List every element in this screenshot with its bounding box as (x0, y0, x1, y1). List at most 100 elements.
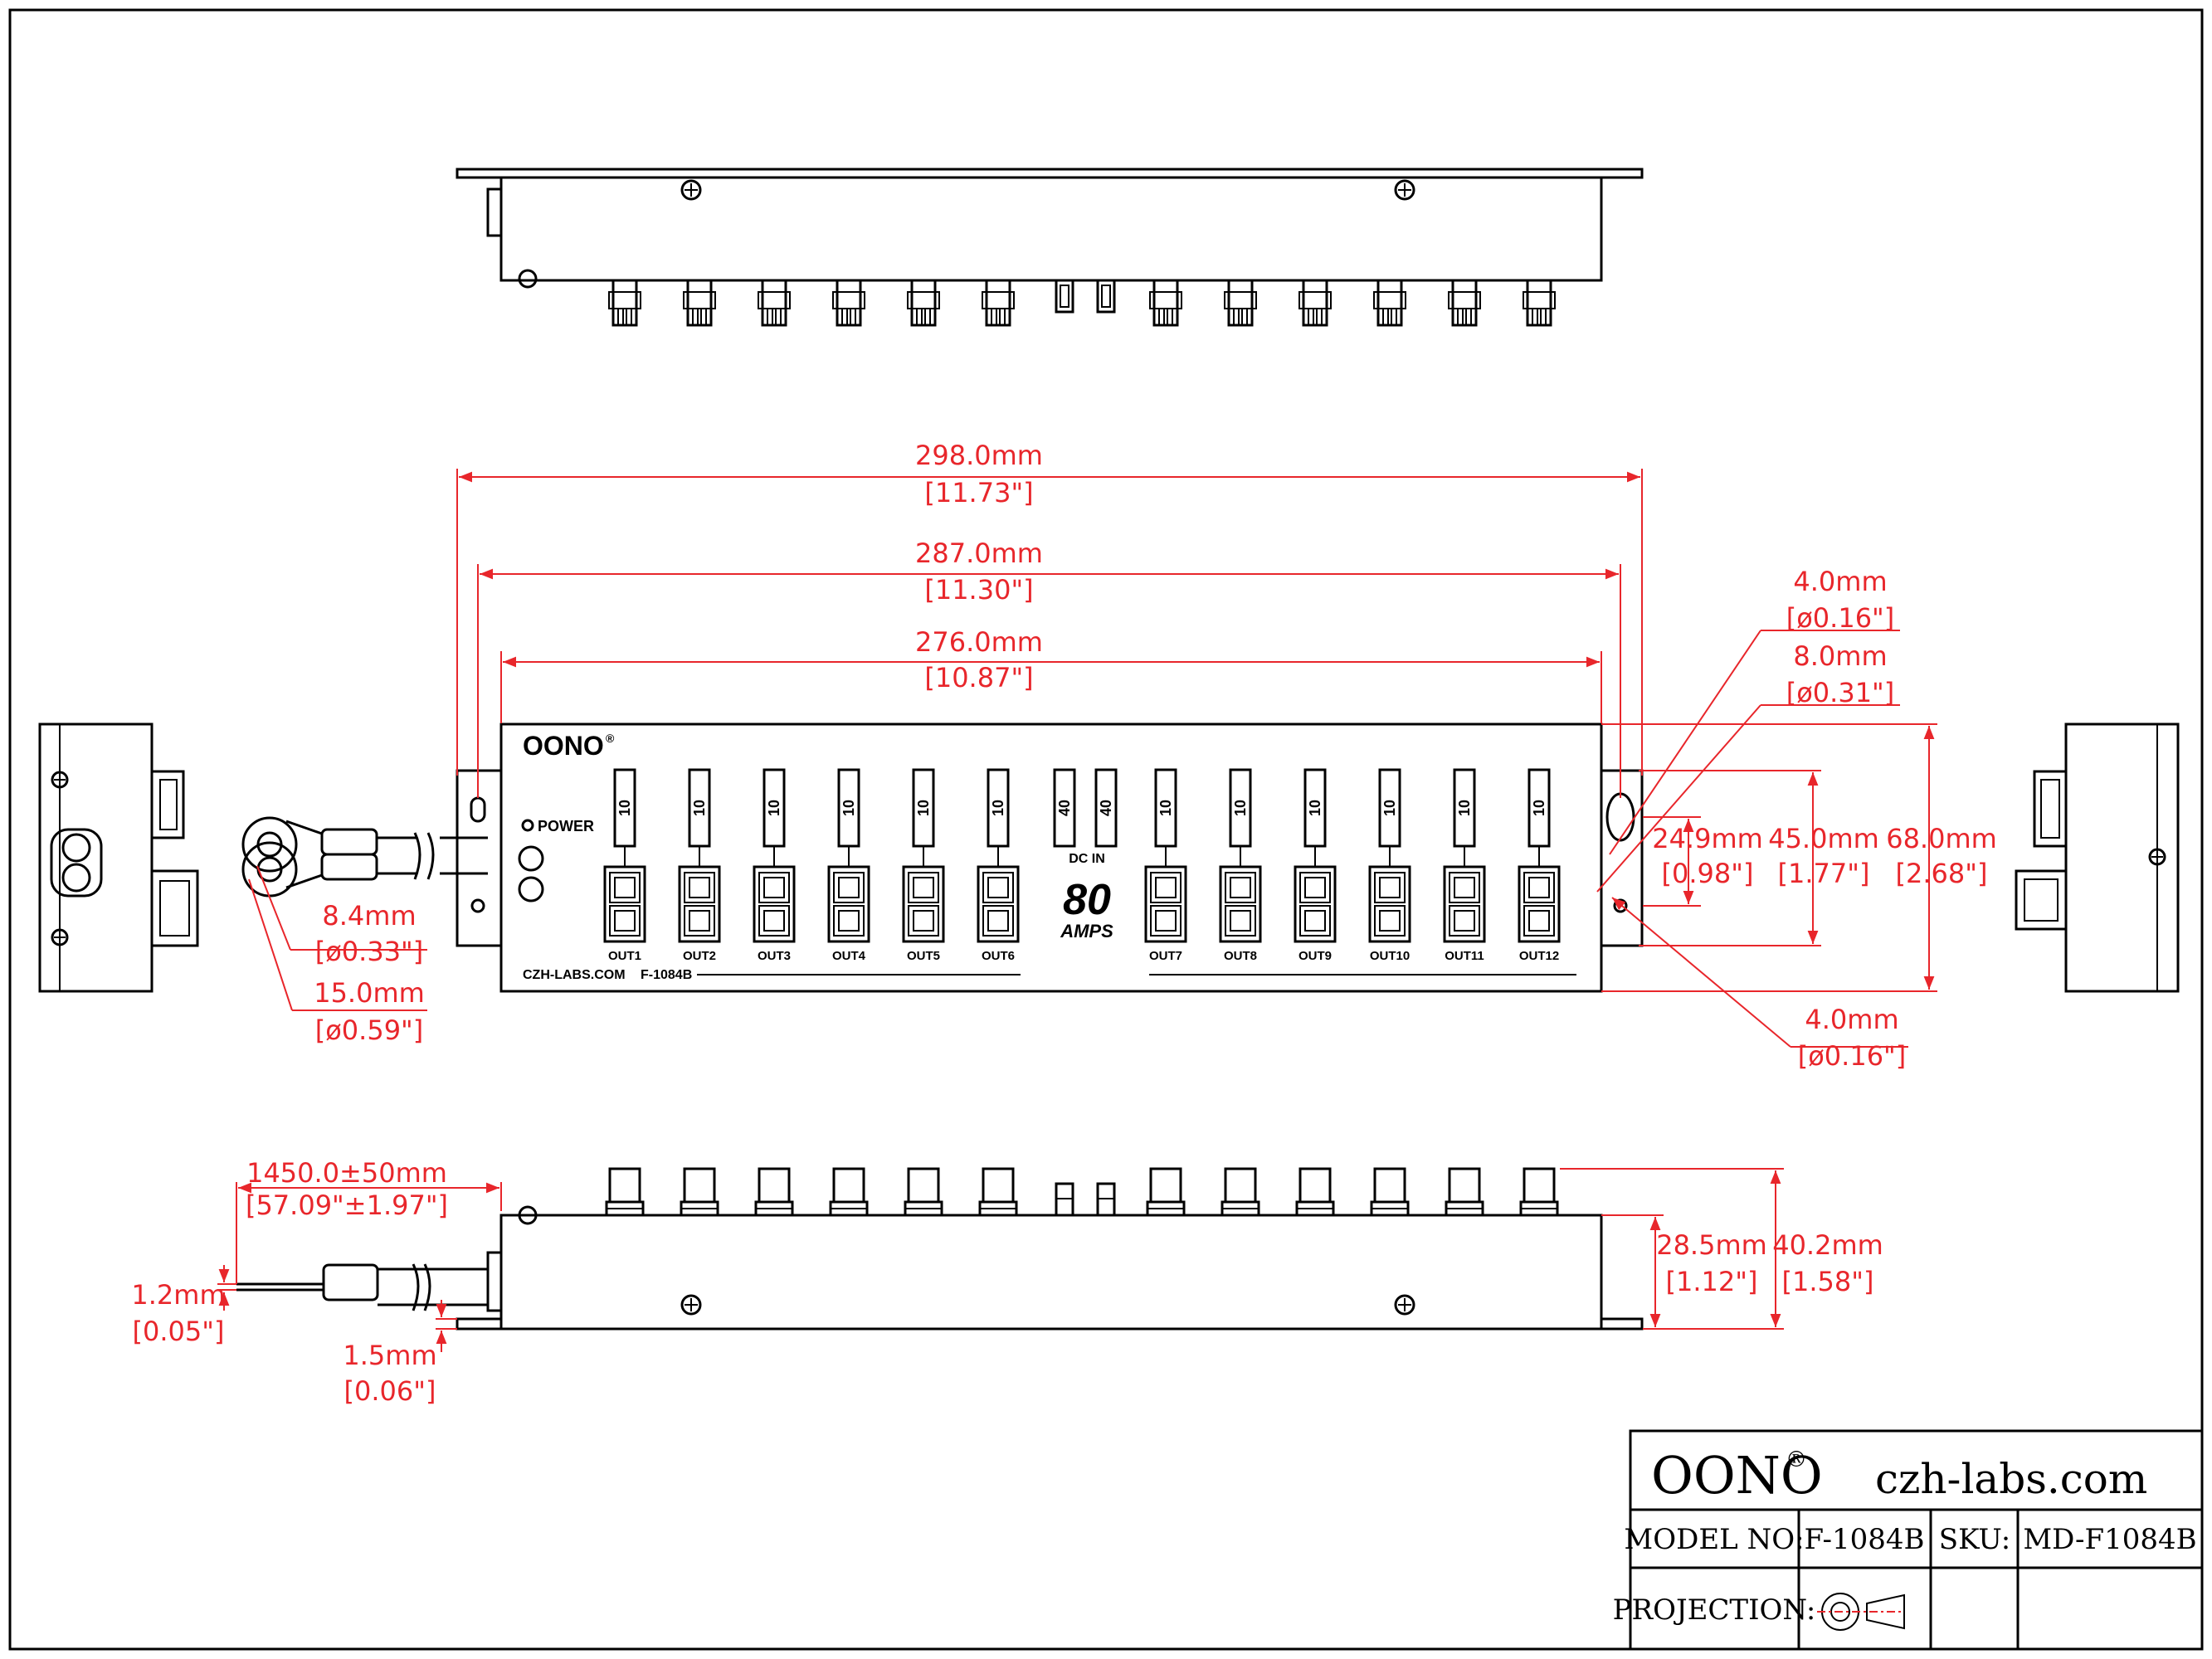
output-port-1[interactable]: OUT1 (603, 865, 646, 963)
dimension-flange-thick: 1.5mm [0.06"] (343, 1300, 457, 1407)
fuse-rating: 40 (1056, 800, 1073, 816)
fuse-rating: 10 (840, 800, 857, 816)
model-no-value: F-1084B (1804, 1523, 1924, 1556)
svg-text:[1.58"]: [1.58"] (1782, 1266, 1874, 1297)
rear-connector (1298, 279, 1332, 327)
fuse-4: 10 (837, 768, 860, 867)
fuse-10: 10 (1378, 768, 1401, 867)
rear-connector (1523, 279, 1556, 327)
amps-value: 80 (1063, 876, 1111, 924)
side-connector (605, 1167, 645, 1217)
dimension-mount-spacing: 287.0mm [11.30"] (477, 538, 1621, 798)
svg-text:[ø0.16"]: [ø0.16"] (1798, 1040, 1907, 1072)
input-fuse-1: 40 (1053, 768, 1076, 848)
svg-text:15.0mm: 15.0mm (314, 977, 425, 1009)
fuse-rating: 10 (1531, 800, 1547, 816)
fuse-2: 10 (688, 768, 711, 867)
svg-text:40.2mm: 40.2mm (1772, 1229, 1883, 1261)
fuse-6: 10 (987, 768, 1010, 867)
power-label: POWER (538, 818, 594, 834)
fuse-9: 10 (1303, 768, 1327, 867)
output-port-7[interactable]: OUT7 (1144, 865, 1187, 963)
output-port-11[interactable]: OUT11 (1443, 865, 1486, 963)
fuse-rating: 10 (1307, 800, 1323, 816)
output-port-12[interactable]: OUT12 (1518, 865, 1561, 963)
side-connector (1519, 1167, 1559, 1217)
dc-in-label: DC IN (1069, 852, 1105, 866)
output-port-5[interactable]: OUT5 (902, 865, 945, 963)
sku-value: MD-F1084B (2023, 1523, 2196, 1556)
svg-text:8.4mm: 8.4mm (322, 900, 416, 932)
side-connector (1220, 1167, 1260, 1217)
output-label: OUT5 (907, 949, 940, 963)
svg-text:287.0mm: 287.0mm (915, 538, 1043, 569)
fuse-rating: 10 (990, 800, 1006, 816)
power-led-icon (521, 819, 534, 832)
dimension-hole-top: 4.0mm [ø0.16"] (1609, 566, 1900, 855)
output-port-3[interactable]: OUT3 (753, 865, 796, 963)
svg-text:[11.73"]: [11.73"] (924, 477, 1033, 508)
rear-input-connector (1055, 279, 1074, 314)
svg-text:28.5mm: 28.5mm (1656, 1229, 1767, 1261)
output-label: OUT10 (1370, 949, 1410, 963)
svg-text:[10.87"]: [10.87"] (924, 662, 1033, 693)
switch-button-top (518, 845, 544, 872)
svg-text:[0.98"]: [0.98"] (1662, 858, 1754, 889)
screw-icon (1394, 1294, 1415, 1316)
output-port-8[interactable]: OUT8 (1219, 865, 1262, 963)
rear-connector (608, 279, 641, 327)
fuse-5: 10 (912, 768, 935, 867)
side-connector (680, 1167, 719, 1217)
svg-text:24.9mm: 24.9mm (1652, 823, 1763, 854)
fuse-rating: 10 (766, 800, 782, 816)
svg-text:[2.68"]: [2.68"] (1896, 858, 1988, 889)
output-port-4[interactable]: OUT4 (827, 865, 870, 963)
svg-text:4.0mm: 4.0mm (1805, 1004, 1898, 1035)
right-side-view (2015, 722, 2180, 993)
dimension-body-height: 28.5mm [1.12"] (1601, 1214, 1767, 1330)
side-input-connector (1096, 1182, 1116, 1217)
output-label: OUT4 (832, 949, 866, 963)
screw-icon (680, 179, 702, 201)
rear-connector (832, 279, 865, 327)
dimension-ring-inner: 8.4mm [ø0.33"] (256, 865, 427, 967)
output-label: OUT2 (683, 949, 716, 963)
fuse-rating: 10 (1456, 800, 1473, 816)
svg-text:298.0mm: 298.0mm (915, 440, 1043, 471)
output-port-9[interactable]: OUT9 (1294, 865, 1337, 963)
fuse-1: 10 (613, 768, 636, 867)
side-connector (904, 1167, 943, 1217)
input-fuse-2: 40 (1094, 768, 1118, 848)
dimension-ring-outer: 15.0mm [ø0.59"] (248, 878, 427, 1046)
output-label: OUT12 (1519, 949, 1559, 963)
output-label: OUT9 (1298, 949, 1332, 963)
svg-text:[57.09"±1.97"]: [57.09"±1.97"] (246, 1190, 448, 1221)
rear-connector-row (608, 279, 1556, 327)
top-view (456, 168, 1644, 327)
side-connector-row (605, 1167, 1559, 1217)
dimension-body-length: 276.0mm [10.87"] (500, 626, 1602, 723)
output-port-10[interactable]: OUT10 (1368, 865, 1411, 963)
fuse-rating: 10 (915, 800, 932, 816)
side-connector (1370, 1167, 1410, 1217)
side-connector (1146, 1167, 1186, 1217)
fuse-rating: 40 (1098, 800, 1114, 816)
output-label: OUT1 (608, 949, 641, 963)
svg-text:[0.06"]: [0.06"] (344, 1375, 436, 1407)
website-label: CZH-LABS.COM (523, 968, 626, 982)
output-label: OUT7 (1149, 949, 1182, 963)
bottom-view (236, 1167, 1644, 1331)
svg-text:[ø0.33"]: [ø0.33"] (315, 936, 424, 967)
output-port-6[interactable]: OUT6 (977, 865, 1020, 963)
left-side-view (38, 722, 199, 993)
svg-text:45.0mm: 45.0mm (1768, 823, 1879, 854)
rear-connector (683, 279, 716, 327)
svg-text:4.0mm: 4.0mm (1793, 566, 1887, 597)
rear-connector (758, 279, 791, 327)
title-block: OONO ® czh-labs.com MODEL NO: F-1084B SK… (1613, 1429, 2204, 1651)
dimension-hole-offset: 24.9mm [0.98"] (1643, 816, 1763, 907)
output-port-2[interactable]: OUT2 (678, 865, 721, 963)
fuse-11: 10 (1453, 768, 1476, 867)
